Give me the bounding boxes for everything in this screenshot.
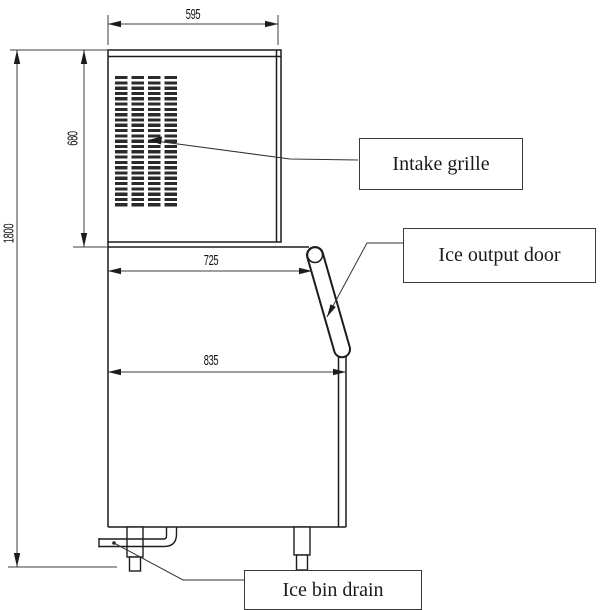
drain-pipe xyxy=(98,527,178,548)
right-leg xyxy=(293,526,311,556)
ice-output-door-label: Ice output door xyxy=(403,228,596,283)
ice-output-door-leader xyxy=(326,242,403,318)
dimension-595 xyxy=(107,15,279,45)
ice-output-door-shape xyxy=(306,246,352,359)
intake-grille-label: Intake grille xyxy=(359,138,523,190)
intake-grille-slats xyxy=(115,76,177,207)
upper-cabinet-outline xyxy=(107,49,282,243)
dimension-value-middle-width: 725 xyxy=(203,252,219,269)
dimension-value-bottom-width: 835 xyxy=(203,352,219,369)
ice-bin-outline xyxy=(107,242,347,528)
dimension-value-total-height: 1800 xyxy=(0,223,18,244)
ice-bin-drain-leader xyxy=(113,542,244,581)
door-hinge-circle xyxy=(306,246,324,264)
left-foot xyxy=(128,556,142,572)
dimension-835 xyxy=(108,368,346,376)
dimension-value-top-width: 595 xyxy=(185,6,201,23)
right-foot xyxy=(295,554,309,571)
dimension-1800 xyxy=(8,49,117,568)
intake-grille-leader xyxy=(147,136,359,161)
ice-bin-drain-label: Ice bin drain xyxy=(244,570,422,610)
dimension-value-upper-height: 680 xyxy=(64,131,82,146)
dimension-725 xyxy=(108,267,312,275)
dimension-680 xyxy=(73,50,108,248)
left-leg xyxy=(126,526,144,558)
